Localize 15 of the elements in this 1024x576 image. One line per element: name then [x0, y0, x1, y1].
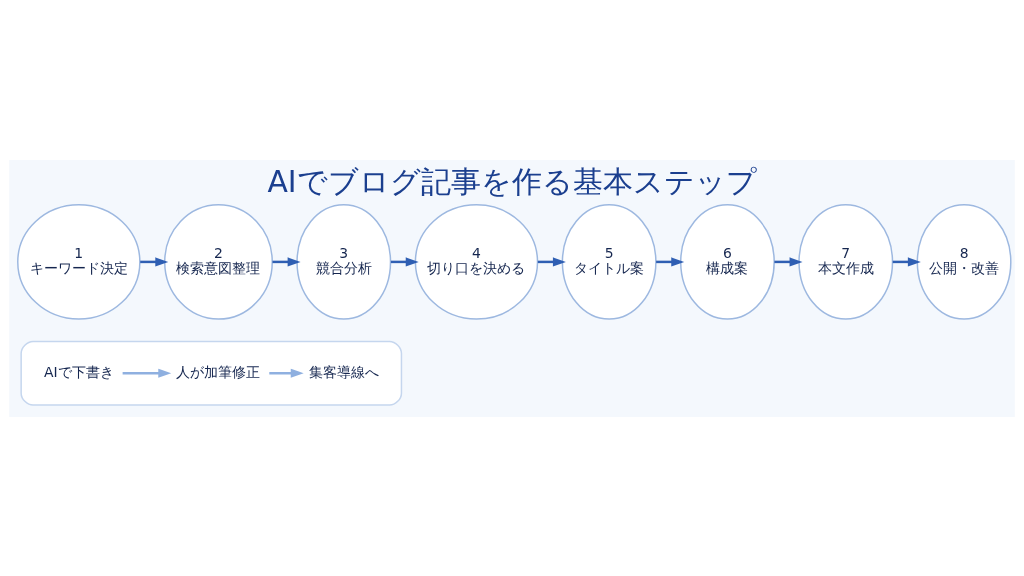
node-text: AIで下書き — [44, 363, 114, 380]
arrow — [122, 368, 172, 378]
node-text: 集客導線へ — [308, 363, 379, 380]
node-ellipse: 3 競合分析 — [296, 203, 392, 320]
node-ellipse: 8 公開・改善 — [916, 203, 1012, 320]
node-circle: 4 切り口を決める — [414, 203, 539, 320]
cluster — [20, 340, 403, 406]
node-circle: 1 キーワード決定 — [17, 203, 141, 320]
node-ellipse: 7 本文作成 — [798, 203, 894, 320]
arrow — [269, 368, 304, 378]
node-ellipse: 6 構成案 — [680, 203, 775, 320]
diagram-title: AIでブログ記事を作る基本ステップ — [267, 163, 757, 199]
node-circle: 2 検索意図整理 — [164, 203, 273, 320]
node-ellipse: 5 タイトル案 — [561, 203, 657, 320]
node-text: 人が加筆修正 — [176, 363, 261, 380]
